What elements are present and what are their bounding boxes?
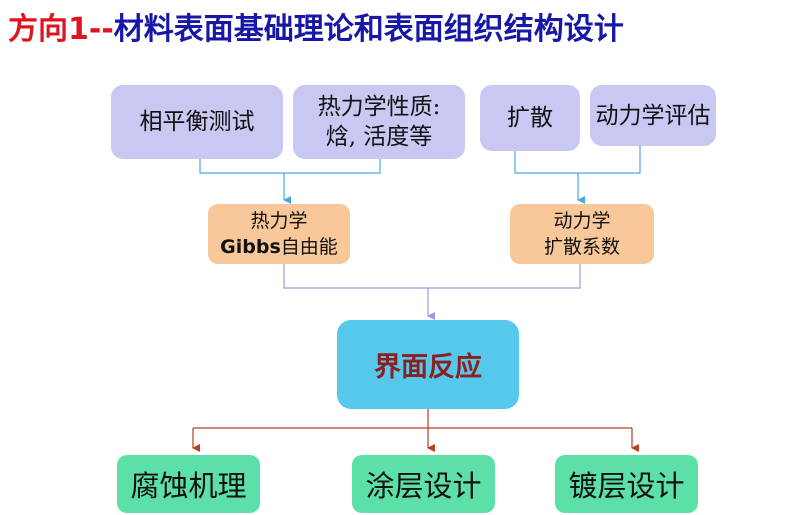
interface-reaction-box: 界面反应 (337, 320, 519, 409)
coating-design-label: 涂层设计 (365, 469, 482, 503)
top-right-connector (514, 146, 641, 204)
thermodynamics-label: 热力学 (250, 210, 308, 232)
plating-design-label: 镀层设计 (568, 469, 685, 503)
phase-equilibrium-test-label: 相平衡测试 (139, 109, 255, 135)
coating-design-box: 涂层设计 (352, 455, 495, 513)
mid-connector (283, 264, 581, 320)
diffusion-box: 扩散 (480, 85, 580, 151)
thermodynamic-properties-box: 热力学性质: 焓, 活度等 (293, 85, 465, 159)
corrosion-mechanism-box: 腐蚀机理 (117, 455, 260, 513)
thermodynamic-properties-line2: 焓, 活度等 (325, 124, 433, 150)
gibbs-free-energy-line: Gibbs自由能 (220, 234, 338, 260)
kinetics-evaluation-box: 动力学评估 (590, 85, 716, 146)
title-prefix: 方向1-- (8, 12, 114, 47)
diffusion-coefficient-label: 扩散系数 (543, 236, 620, 258)
kinetics-label: 动力学 (553, 210, 611, 232)
phase-equilibrium-test-box: 相平衡测试 (111, 85, 283, 159)
corrosion-mechanism-label: 腐蚀机理 (130, 469, 247, 503)
bottom-connector (192, 409, 639, 452)
page-title: 方向1--材料表面基础理论和表面组织结构设计 (8, 10, 624, 50)
free-energy-label: 自由能 (280, 236, 338, 258)
thermodynamics-gibbs-box: 热力学 Gibbs自由能 (208, 204, 350, 264)
diffusion-label: 扩散 (507, 105, 553, 131)
gibbs-label: Gibbs (220, 236, 281, 258)
kinetics-evaluation-label: 动力学评估 (595, 102, 711, 129)
thermodynamic-properties-line1: 热力学性质: (317, 94, 441, 120)
plating-design-box: 镀层设计 (555, 455, 698, 513)
title-main: 材料表面基础理论和表面组织结构设计 (113, 12, 624, 47)
interface-reaction-label: 界面反应 (374, 352, 482, 383)
kinetics-diffusion-coefficient-box: 动力学 扩散系数 (510, 204, 654, 264)
top-left-connector (199, 159, 381, 204)
